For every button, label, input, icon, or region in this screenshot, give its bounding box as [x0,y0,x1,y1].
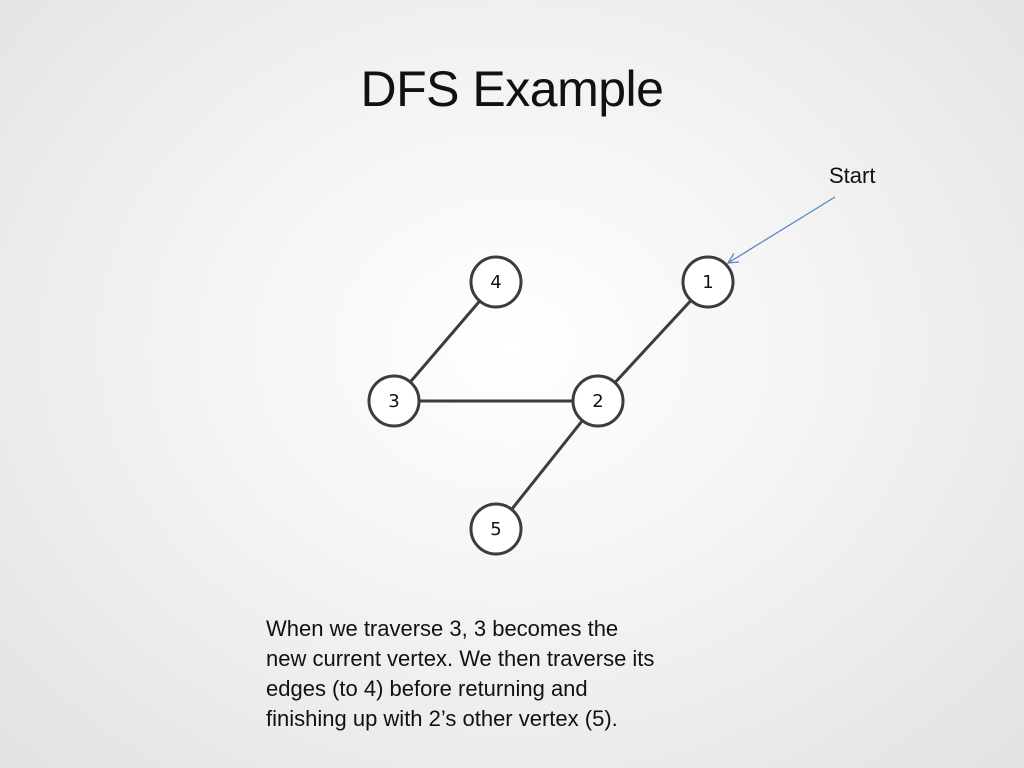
start-arrow [726,196,836,264]
edge-2-5 [494,400,600,530]
node-label: 2 [592,391,603,412]
slide-title: DFS Example [360,61,664,117]
node-circle [367,374,421,428]
start-label: Start [829,163,876,188]
edges-layer [392,280,710,530]
node-1: 1 [681,255,735,309]
node-circle [469,255,523,309]
nodes-layer: 4 1 3 2 5 [367,255,735,556]
edge-2-1 [596,280,710,403]
node-label: 5 [490,519,501,540]
node-3: 3 [367,374,421,428]
node-label: 4 [490,272,501,293]
caption-line: edges (to 4) before returning and [266,676,588,701]
caption-line: When we traverse 3, 3 becomes the [266,616,619,641]
caption-line: new current vertex. We then traverse its [266,646,655,671]
node-4: 4 [469,255,523,309]
node-circle [571,374,625,428]
node-label: 3 [388,391,399,412]
node-2: 2 [571,374,625,428]
node-circle [681,255,735,309]
node-circle [469,502,523,556]
caption-text: When we traverse 3, 3 becomes the new cu… [266,614,736,734]
node-label: 1 [702,272,713,293]
caption-line: finishing up with 2’s other vertex (5). [266,706,618,731]
node-5: 5 [469,502,523,556]
